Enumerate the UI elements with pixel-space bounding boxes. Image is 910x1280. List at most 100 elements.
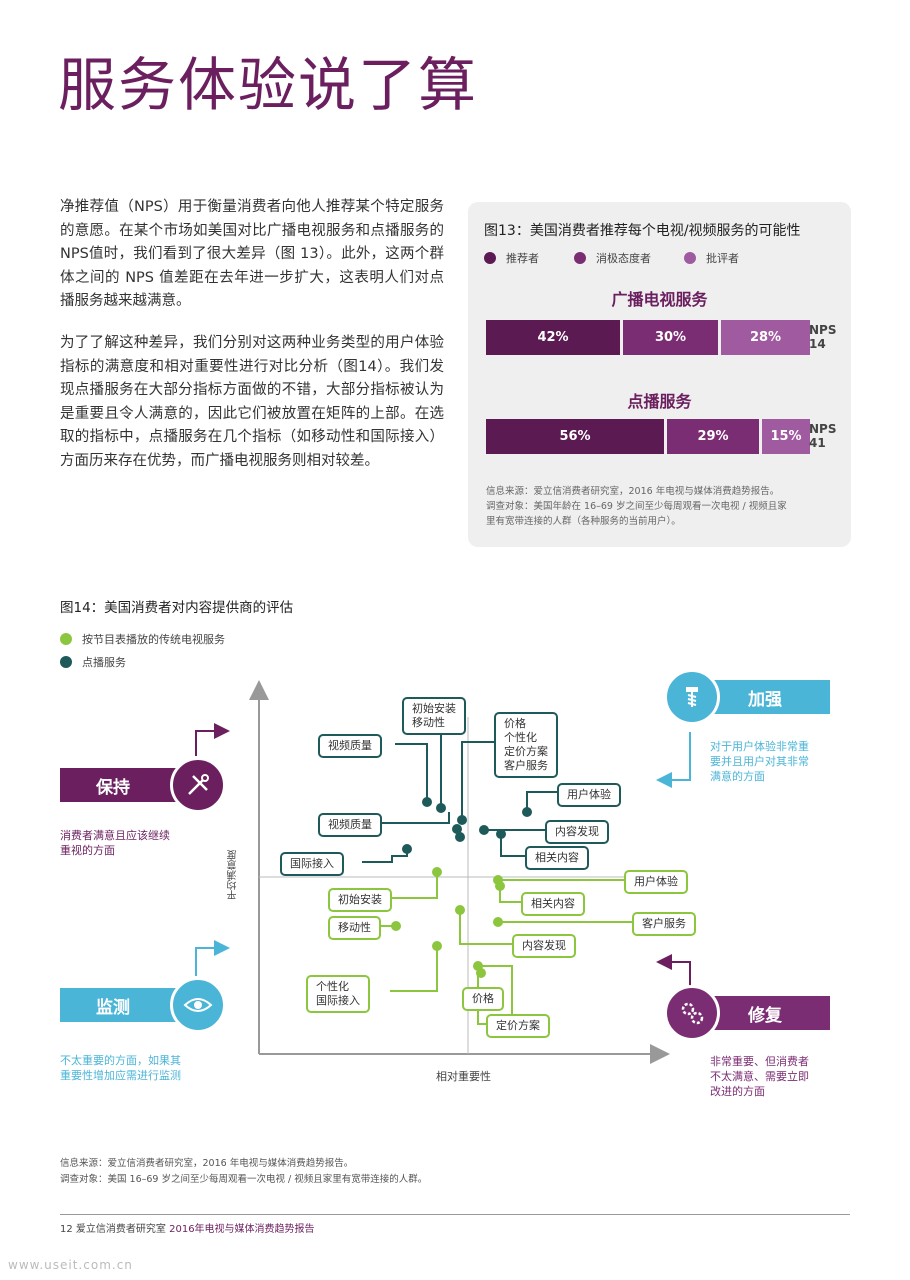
dot-broadcast — [495, 881, 505, 891]
source-line: 信息来源：爱立信消费者研究室，2016 年电视与媒体消费趋势报告。 — [60, 1158, 354, 1169]
legend-label: 批评者 — [706, 252, 739, 265]
dot-broadcast — [391, 921, 401, 931]
desc-line: 重视的方面 — [60, 844, 115, 857]
dot-ondemand — [436, 803, 446, 813]
label-line: 客户服务 — [504, 759, 548, 772]
legend-dot — [574, 252, 586, 264]
dot-broadcast — [432, 867, 442, 877]
nps-value: 41 — [809, 436, 826, 450]
legend-passives: 消极态度者 — [574, 250, 651, 266]
label-ondemand-video-quality: 视频质量 — [318, 734, 382, 758]
label-broadcast-mobile: 移动性 — [328, 916, 381, 940]
tools-icon — [170, 757, 226, 813]
label-broadcast-related: 相关内容 — [521, 892, 585, 916]
nps-label: NPS — [809, 422, 837, 436]
desc-line: 对于用户体验非常重 — [710, 740, 809, 753]
broadcast-bar-row: 42% 30% 28% — [486, 320, 810, 355]
bar-detractors: 28% — [721, 320, 810, 355]
label-ondemand-price-group: 价格 个性化 定价方案 客户服务 — [494, 712, 558, 778]
monitor-title: 监测 — [96, 997, 130, 1018]
dot-ondemand — [457, 815, 467, 825]
broadcast-nps: NPS 14 — [809, 323, 836, 351]
nps-value: 14 — [809, 337, 826, 351]
label-line: 个性化 — [504, 731, 537, 744]
dot-ondemand — [402, 844, 412, 854]
label-broadcast-ux: 用户体验 — [624, 870, 688, 894]
strengthen-title: 加强 — [748, 689, 782, 710]
x-axis-label: 相对重要性 — [436, 1070, 491, 1083]
legend-dot — [684, 252, 696, 264]
y-axis-label: 平均满意度 — [228, 850, 239, 900]
figure-13-source: 信息来源：爱立信消费者研究室，2016 年电视与媒体消费趋势报告。 调查对象：美… — [486, 484, 787, 529]
strengthen-quadrant-label: 加强 — [700, 680, 830, 714]
figure-14-title: 图14：美国消费者对内容提供商的评估 — [60, 600, 294, 616]
legend-dot — [484, 252, 496, 264]
ondemand-nps: NPS 41 — [809, 422, 836, 450]
dot-ondemand — [496, 829, 506, 839]
label-line: 国际接入 — [316, 994, 360, 1007]
keep-arrow — [195, 723, 230, 756]
desc-line: 重要性增加应需进行监测 — [60, 1069, 181, 1082]
bar-promoters: 42% — [486, 320, 620, 355]
source-line: 里有宽带连接的人群（各种服务的当前用户）。 — [486, 516, 681, 527]
footer-report: 2016年电视与媒体消费趋势报告 — [169, 1224, 315, 1235]
figure-14-source: 信息来源：爱立信消费者研究室，2016 年电视与媒体消费趋势报告。 调查对象：美… — [60, 1156, 427, 1188]
broadcast-section-title: 广播电视服务 — [611, 290, 708, 309]
label-broadcast-plan: 定价方案 — [486, 1014, 550, 1038]
bar-detractors: 15% — [762, 419, 810, 454]
legend-dot — [60, 633, 72, 645]
label-ondemand-ux: 用户体验 — [557, 783, 621, 807]
footer-divider — [60, 1214, 850, 1215]
strengthen-arrow — [656, 732, 691, 788]
screw-icon — [664, 669, 720, 725]
source-line: 调查对象：美国年龄在 16–69 岁之间至少每周观看一次电视 / 视频且家 — [486, 501, 787, 512]
label-ondemand-related: 相关内容 — [525, 846, 589, 870]
page-footer: 12 爱立信消费者研究室 2016年电视与媒体消费趋势报告 — [60, 1220, 315, 1235]
intro-paragraph: 净推荐值（NPS）用于衡量消费者向他人推荐某个特定服务的意愿。在某个市场如美国对… — [60, 199, 444, 309]
label-line: 个性化 — [316, 980, 349, 993]
legend-ondemand: 点播服务 — [60, 654, 126, 670]
dot-ondemand — [452, 824, 462, 834]
fix-arrow — [656, 954, 691, 990]
dot-broadcast — [455, 905, 465, 915]
legend-promoters: 推荐者 — [484, 250, 539, 266]
strengthen-description: 对于用户体验非常重 要并且用户对其非常 满意的方面 — [710, 739, 809, 784]
legend-label: 消极态度者 — [596, 252, 651, 265]
label-line: 初始安装 — [412, 702, 456, 715]
desc-line: 消费者满意且应该继续 — [60, 829, 170, 842]
bar-promoters: 56% — [486, 419, 664, 454]
bar-passives: 30% — [623, 320, 718, 355]
keep-title: 保持 — [96, 777, 130, 798]
fix-quadrant-label: 修复 — [700, 996, 830, 1030]
dot-ondemand — [522, 807, 532, 817]
monitor-description: 不太重要的方面，如果其 重要性增加应需进行监测 — [60, 1053, 181, 1083]
watermark: www.useit.com.cn — [8, 1258, 133, 1272]
eye-icon — [170, 977, 226, 1033]
desc-line: 不太重要的方面，如果其 — [60, 1054, 181, 1067]
dot-broadcast — [476, 968, 486, 978]
ondemand-bar-row: 56% 29% 15% — [486, 419, 810, 454]
dot-broadcast — [493, 917, 503, 927]
label-broadcast-init: 初始安装 — [328, 888, 392, 912]
page-number: 12 — [60, 1224, 73, 1235]
label-ondemand-discovery: 内容发现 — [545, 820, 609, 844]
dot-ondemand — [422, 797, 432, 807]
page-title: 服务体验说了算 — [58, 51, 479, 119]
monitor-arrow — [195, 940, 230, 976]
analysis-paragraph: 为了了解这种差异，我们分别对这两种业务类型的用户体验指标的满意度和相对重要性进行… — [60, 335, 444, 469]
label-broadcast-cs: 客户服务 — [632, 912, 696, 936]
desc-line: 改进的方面 — [710, 1085, 765, 1098]
legend-label: 按节目表播放的传统电视服务 — [82, 633, 225, 646]
figure-13-title: 图13：美国消费者推荐每个电视/视频服务的可能性 — [484, 223, 801, 239]
desc-line: 要并且用户对其非常 — [710, 755, 809, 768]
label-line: 定价方案 — [504, 745, 548, 758]
source-line: 调查对象：美国 16–69 岁之间至少每周观看一次电视 / 视频且家里有宽带连接… — [60, 1174, 428, 1185]
dot-ondemand — [479, 825, 489, 835]
legend-dot — [60, 656, 72, 668]
nps-label: NPS — [809, 323, 837, 337]
label-line: 移动性 — [412, 716, 445, 729]
label-ondemand-init-mobile: 初始安装 移动性 — [402, 697, 466, 735]
fix-description: 非常重要、但消费者 不太满意、需要立即 改进的方面 — [710, 1054, 809, 1099]
gears-icon — [664, 985, 720, 1041]
